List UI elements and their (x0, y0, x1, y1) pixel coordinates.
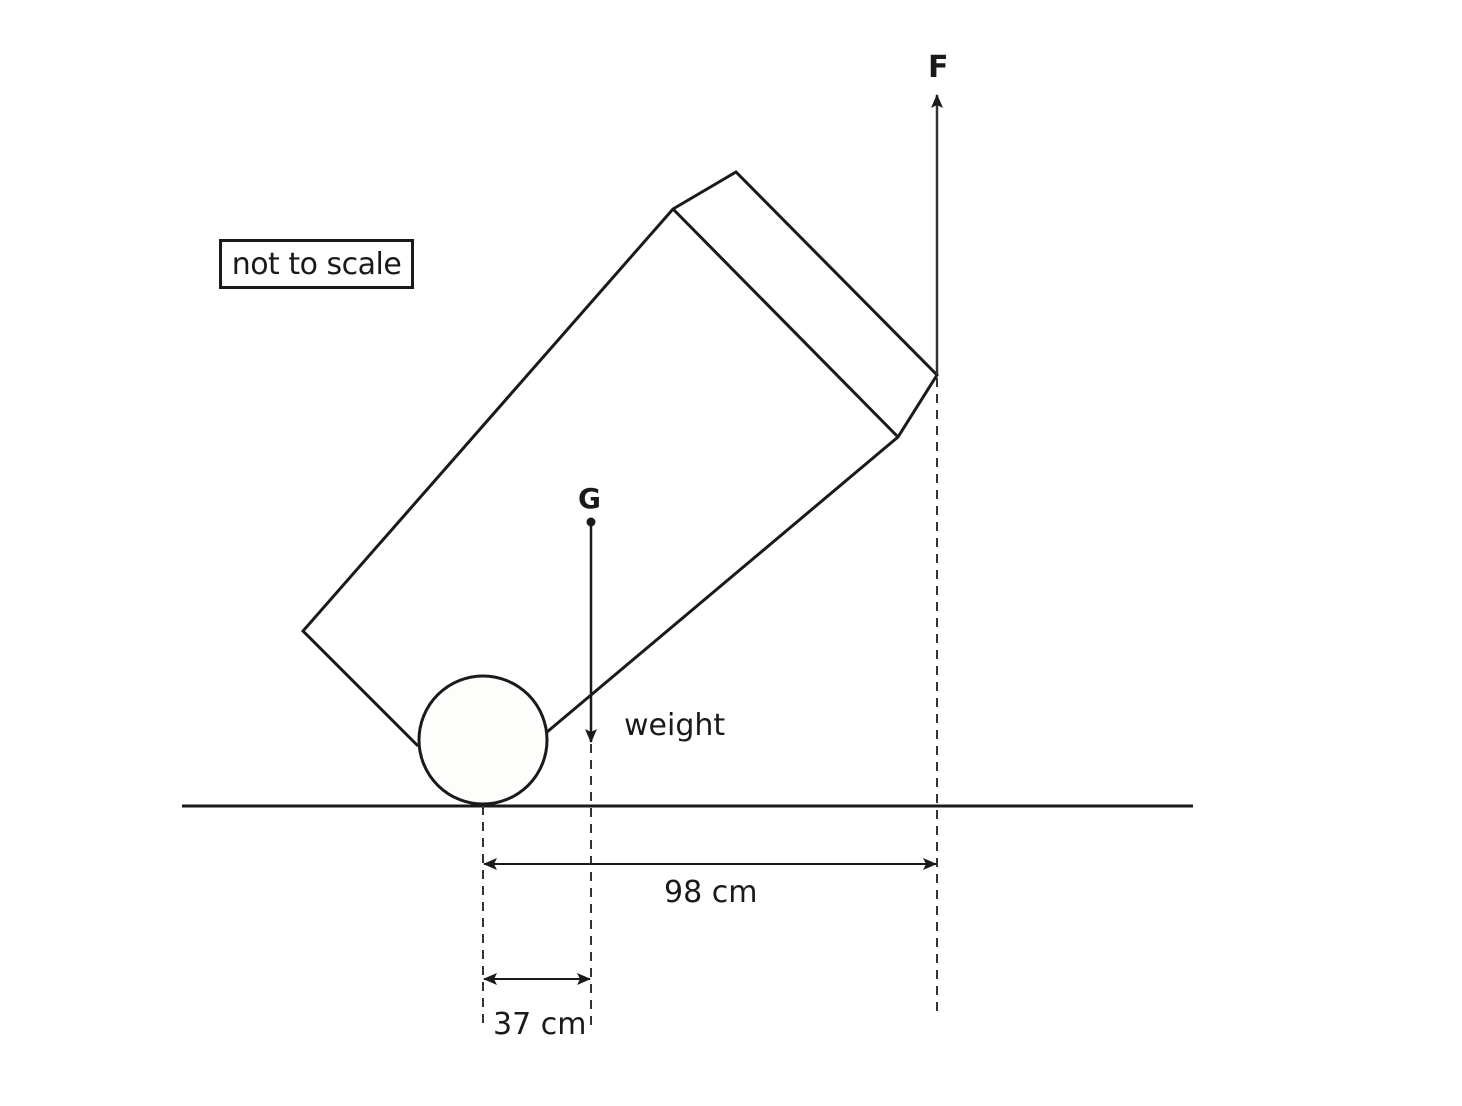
center-of-gravity-label: G (578, 482, 601, 515)
trolley-body (300, 170, 939, 748)
trolley-handle-edge (671, 207, 900, 439)
not-to-scale-note: not to scale (219, 239, 414, 289)
dimension-37cm-label: 37 cm (493, 1007, 586, 1042)
wheel (417, 674, 549, 806)
force-label: F (928, 50, 949, 85)
dimension-98cm-label: 98 cm (664, 875, 757, 910)
weight-label: weight (624, 708, 725, 743)
